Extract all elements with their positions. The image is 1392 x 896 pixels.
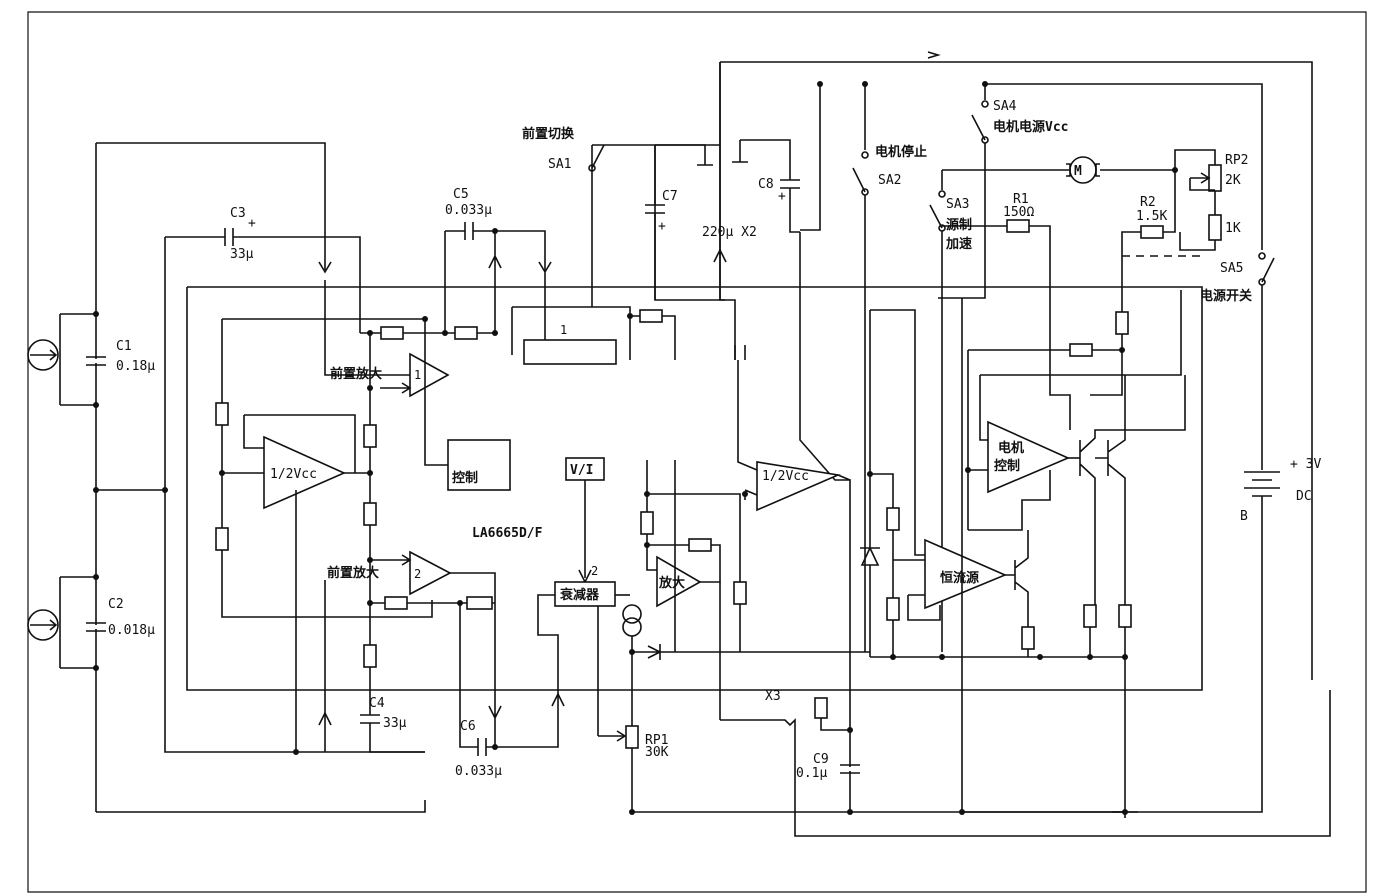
label-half-vcc-right: 1/2Vcc [762, 469, 809, 484]
label-motor: M [1074, 164, 1082, 179]
label-r1: R1 [1013, 192, 1029, 207]
label-rp1: RP1 [645, 733, 668, 748]
label-sa3-name-1: 源制 [946, 217, 972, 233]
bias-network-left [162, 228, 1203, 755]
label-c9-value: 0.1μ [796, 766, 827, 781]
label-equalizer-num-1: 1 [560, 323, 567, 337]
label-c5: C5 [453, 187, 469, 202]
c8-plus: + [778, 189, 786, 204]
c3-plus: + [248, 216, 256, 231]
label-vi: V/I [570, 463, 593, 478]
label-amp: 放大 [658, 575, 685, 591]
label-sa3-name-2: 加速 [945, 236, 972, 252]
label-c5-value: 0.033μ [445, 203, 492, 218]
label-c9: C9 [813, 752, 829, 767]
label-sa1: SA1 [548, 157, 571, 172]
motor-section [942, 156, 1222, 430]
switch-sa5[interactable] [1258, 252, 1275, 470]
label-r1-value: 150Ω [1003, 205, 1034, 220]
ground-bus [847, 298, 1125, 815]
preamp-2 [318, 550, 496, 753]
switch-sa2[interactable] [817, 81, 869, 652]
label-c6: C6 [460, 719, 476, 734]
label-const-current: 恒流源 [940, 570, 979, 586]
switch-sa4[interactable] [938, 81, 1263, 299]
label-c78-value: 220μ X2 [702, 225, 757, 240]
label-preamp-2: 前置放大 [327, 565, 379, 581]
label-equalizer-num-2: 2 [591, 564, 598, 578]
label-chip: LA6665D/F [472, 526, 543, 541]
battery [962, 471, 1280, 813]
outer-frame [27, 11, 1367, 893]
label-sa2-name: 电机停止 [875, 144, 927, 160]
label-c1: C1 [116, 339, 132, 354]
label-sa4: SA4 [993, 99, 1017, 114]
label-motor-ctrl-1: 电机 [998, 440, 1024, 456]
label-c3-value: 33μ [230, 247, 254, 262]
supply-capacitors [645, 51, 1313, 812]
label-rp2-value: 2K [1225, 173, 1241, 188]
ic-internal-blocks [424, 62, 962, 815]
label-c7: C7 [662, 189, 678, 204]
eq-c6-network [459, 594, 565, 756]
preamp-1 [324, 280, 498, 560]
label-sa3: SA3 [946, 197, 969, 212]
label-sa2: SA2 [878, 173, 901, 188]
label-c3: C3 [230, 206, 246, 221]
label-preamp-2-num: 2 [414, 567, 421, 581]
label-c8: C8 [758, 177, 774, 192]
label-control: 控制 [452, 470, 478, 486]
label-x3: X3 [765, 689, 781, 704]
label-sa4-name: 电机电源Vcc [993, 119, 1068, 135]
label-sa5-name: 电源开关 [1200, 288, 1252, 304]
label-preamp-1-num: 1 [414, 368, 421, 382]
label-half-vcc-left: 1/2Vcc [270, 467, 317, 482]
label-r2-value: 1.5K [1136, 209, 1167, 224]
label-c4: C4 [369, 696, 385, 711]
label-motor-ctrl-2: 控制 [994, 458, 1020, 474]
motor-control-block [965, 290, 1186, 818]
label-r2: R2 [1140, 195, 1156, 210]
c9-x3-section [720, 690, 1331, 837]
const-current-block [860, 309, 1125, 660]
label-c2: C2 [108, 597, 124, 612]
switch-sa1[interactable] [588, 144, 605, 172]
label-c1-value: 0.18μ [116, 359, 155, 374]
label-sa5: SA5 [1220, 261, 1243, 276]
label-1k: 1K [1225, 221, 1241, 236]
label-rp2: RP2 [1225, 153, 1248, 168]
label-battery-dc: DC [1296, 489, 1312, 504]
label-preamp-1: 前置放大 [330, 366, 382, 382]
label-rp1-value: 30K [645, 745, 669, 760]
label-equalizer: 衰减器 [559, 587, 600, 603]
label-c6-value: 0.033μ [455, 764, 502, 779]
c7-plus: + [658, 219, 666, 234]
label-battery-b: B [1240, 509, 1248, 524]
tape-head-section [27, 142, 426, 813]
label-battery-voltage: + 3V [1290, 457, 1321, 472]
label-c4-value: 33μ [383, 716, 407, 731]
label-sa1-name: 前置切换 [522, 126, 575, 142]
half-vcc-right-buffer [737, 360, 851, 512]
label-c2-value: 0.018μ [108, 623, 155, 638]
